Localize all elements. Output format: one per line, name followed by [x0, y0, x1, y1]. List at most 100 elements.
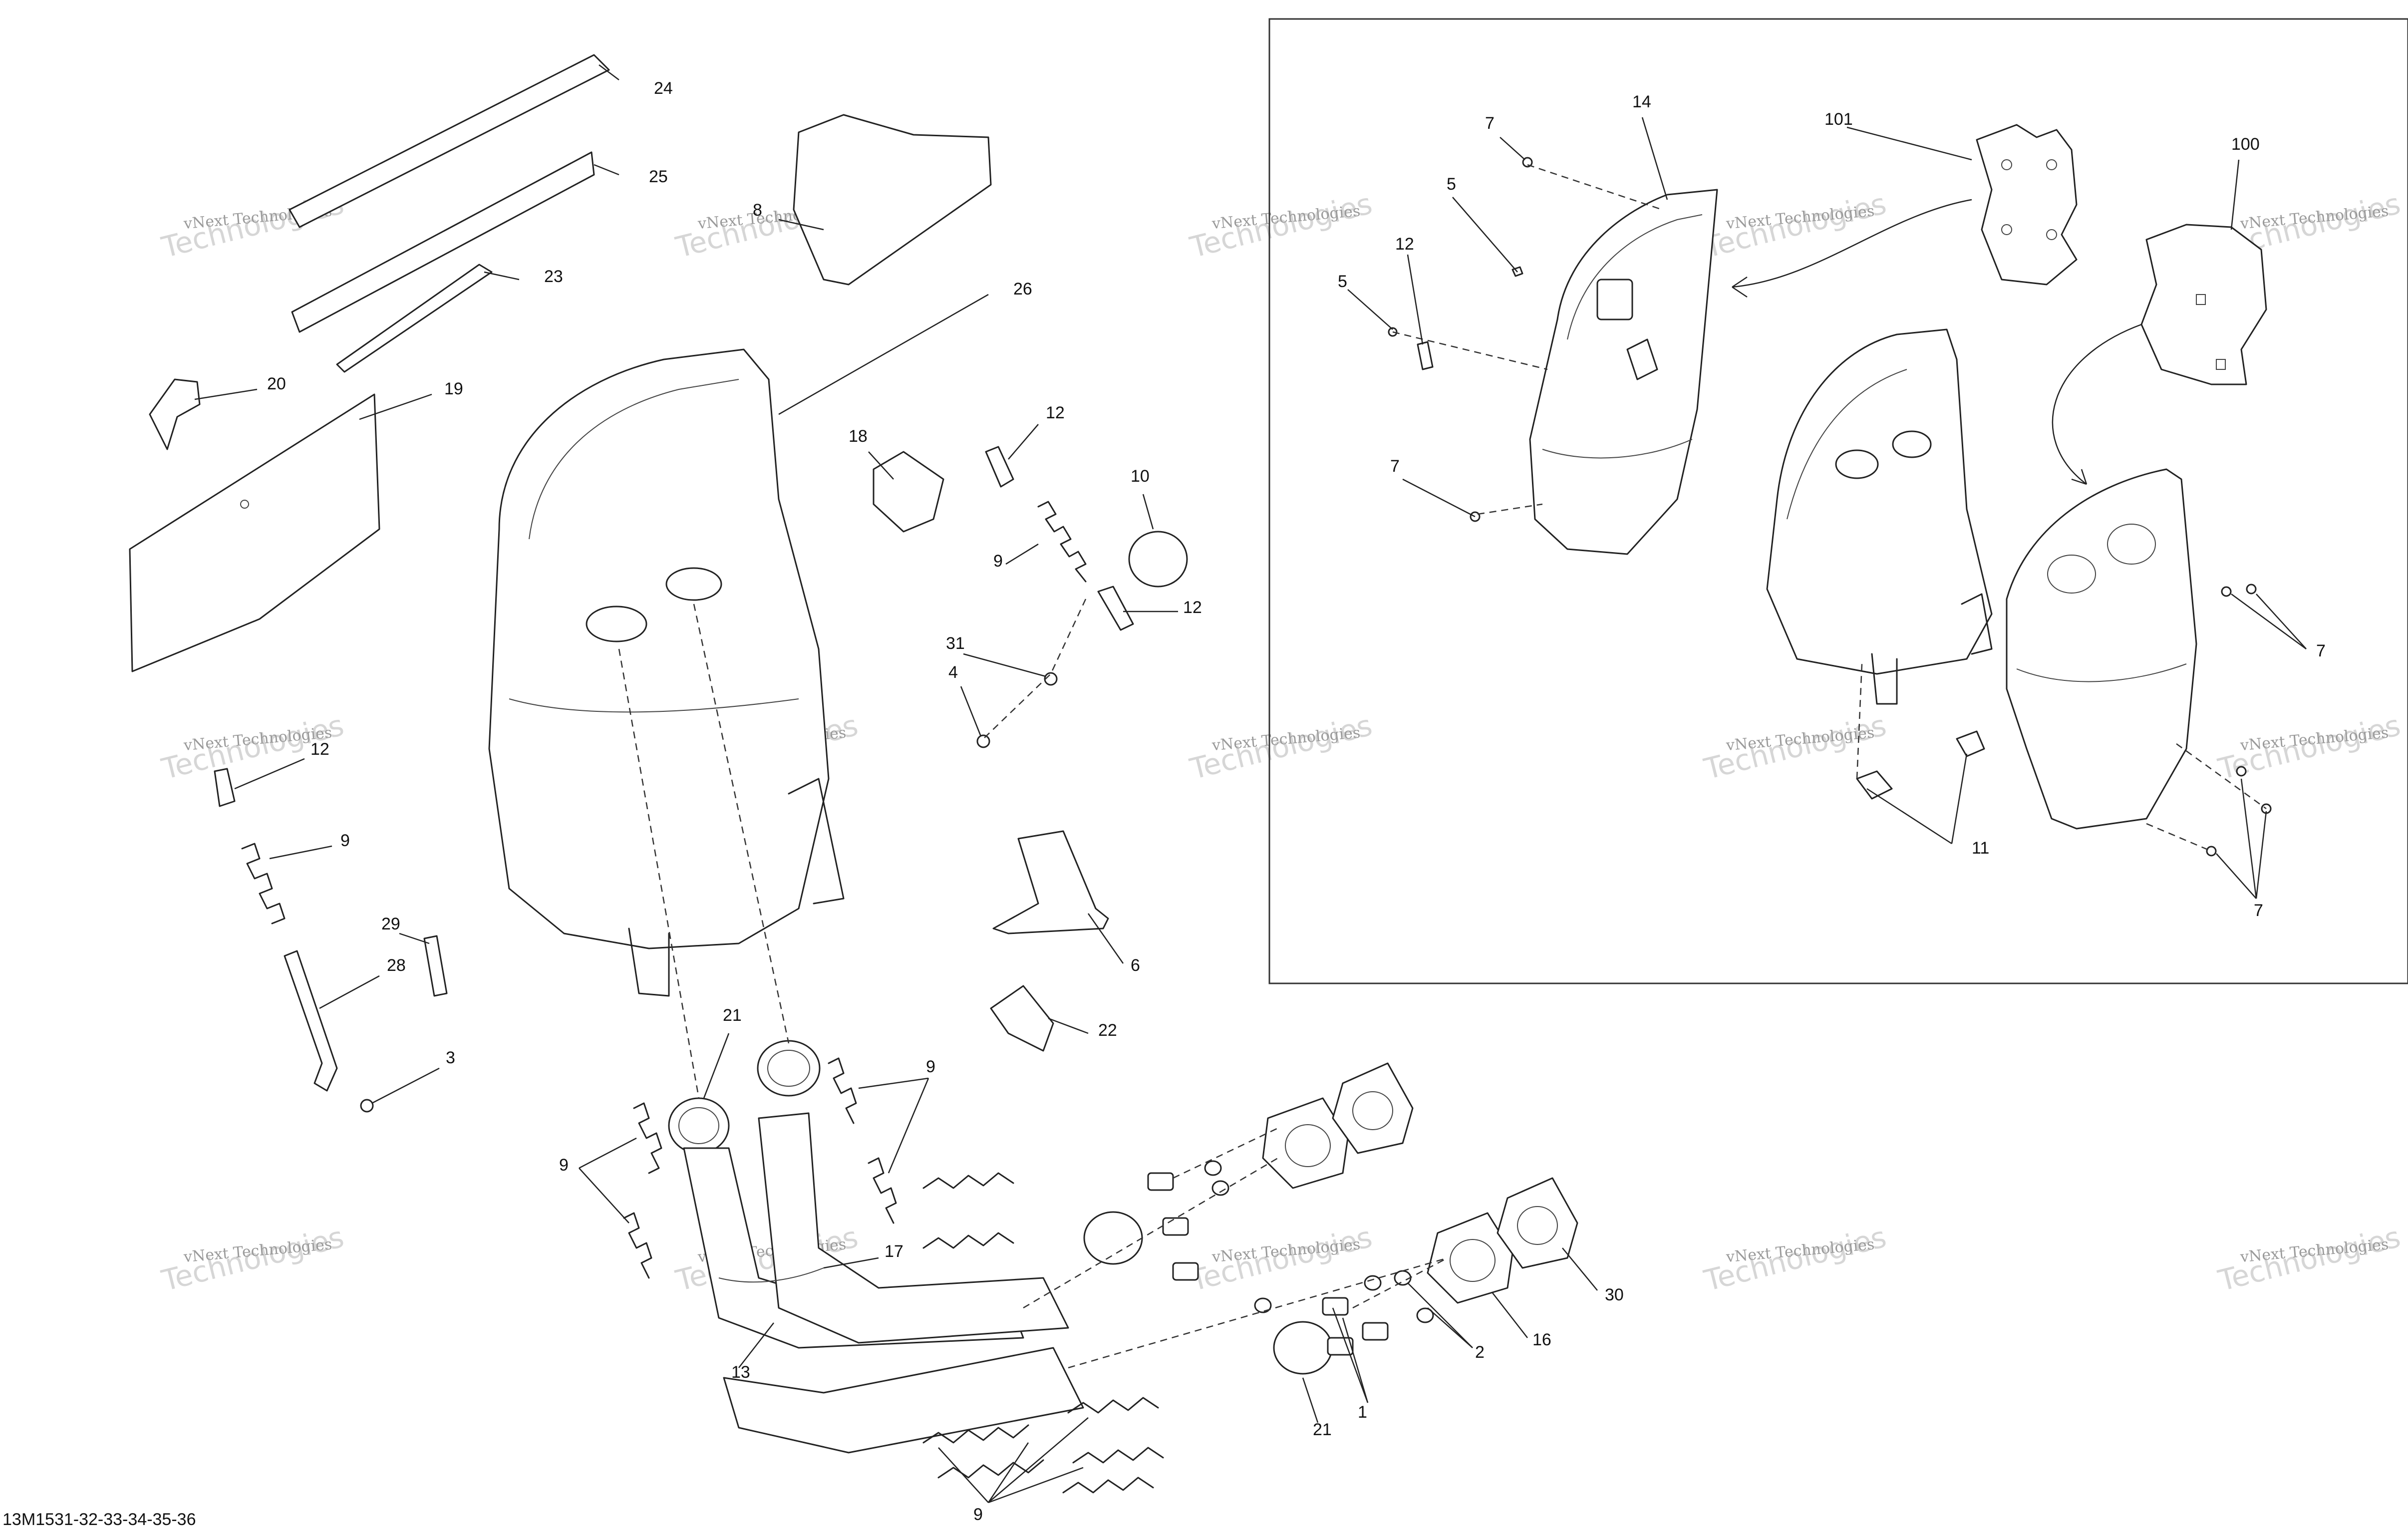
callout-leader	[2231, 593, 2307, 650]
callout-leader	[1951, 753, 1968, 844]
part-gasket-30-a	[1332, 1062, 1414, 1154]
callout-leader	[1846, 126, 1972, 161]
part-clip-20	[149, 378, 201, 450]
callout-leader	[1402, 478, 1476, 518]
part-spring-9-b	[241, 843, 286, 924]
callout-leader	[1342, 1317, 1369, 1403]
callout-28: 28	[387, 956, 406, 975]
callout-9: 9	[559, 1156, 569, 1175]
callout-20: 20	[267, 374, 286, 393]
part-spring-9-g	[922, 1172, 1014, 1189]
part-flange-16-a	[1262, 1097, 1349, 1189]
part-shield-22	[990, 985, 1054, 1052]
part-rivets-7	[1470, 157, 2272, 857]
align-line	[1477, 503, 1543, 515]
callout-leader	[371, 1067, 440, 1104]
callout-leader	[988, 1417, 1089, 1503]
callout-11: 11	[1972, 839, 1989, 858]
part-washers-2	[1204, 1160, 1434, 1323]
part-bracket-12-a	[985, 446, 1014, 488]
part-bolt-3	[360, 1099, 374, 1113]
align-line	[1352, 1257, 1448, 1309]
assembly-arrow	[1732, 199, 1972, 288]
callout-leader	[1427, 1307, 1473, 1348]
callout-23: 23	[544, 267, 563, 286]
callout-leader	[1452, 197, 1518, 273]
callout-leader	[1142, 494, 1154, 530]
callout-3: 3	[446, 1048, 455, 1067]
callout-leader	[938, 1447, 989, 1503]
part-screw-4	[976, 734, 990, 748]
align-line	[1068, 1257, 1448, 1369]
callout-leader	[1087, 913, 1124, 964]
callout-leader	[987, 1442, 1029, 1503]
leader-lines	[194, 64, 2307, 1504]
align-line	[1392, 331, 1548, 370]
arrowhead	[2071, 469, 2088, 485]
callout-21: 21	[723, 1006, 742, 1025]
part-rubber-mount-18	[873, 451, 944, 533]
callout-6: 6	[1131, 956, 1140, 975]
callout-25: 25	[649, 167, 668, 186]
callout-leader	[2230, 159, 2240, 230]
callout-leader	[1407, 254, 1424, 345]
callout-22: 22	[1098, 1021, 1117, 1040]
callout-8: 8	[753, 201, 762, 220]
callout-12: 12	[1395, 235, 1414, 254]
callout-leader	[399, 932, 430, 944]
callout-7: 7	[1390, 457, 1400, 476]
part-insulation-pad-101	[1976, 124, 2078, 286]
part-insulation-pad-100	[2140, 224, 2267, 385]
part-heat-shield-strip-24	[289, 54, 610, 228]
part-muffler-back-plate	[2006, 468, 2197, 830]
callout-leader	[703, 1033, 730, 1099]
align-line	[1173, 1127, 1278, 1179]
align-line	[983, 599, 1087, 739]
arrowhead	[1732, 276, 1748, 298]
callout-leader	[963, 653, 1046, 677]
callout-7: 7	[1485, 114, 1495, 133]
part-bracket-12-inset	[1417, 341, 1434, 370]
callout-9: 9	[926, 1057, 935, 1076]
callout-7: 7	[2316, 641, 2326, 660]
callout-leader	[1302, 1377, 1319, 1423]
callout-leader	[1407, 1282, 1473, 1348]
align-line	[618, 648, 700, 1099]
callout-leader	[579, 1137, 637, 1169]
part-insulation-sheet-19	[129, 393, 380, 672]
callout-16: 16	[1532, 1330, 1551, 1349]
callout-2: 2	[1475, 1343, 1485, 1362]
align-line	[1023, 1157, 1278, 1309]
callout-leader	[1008, 424, 1039, 460]
callout-leader	[579, 1168, 629, 1224]
callout-24: 24	[654, 79, 673, 98]
callout-9: 9	[993, 552, 1003, 571]
callout-leader	[599, 64, 619, 80]
callout-leader	[960, 686, 982, 737]
callout-leader	[1048, 1017, 1089, 1034]
part-exhaust-pipe-13	[683, 1112, 1084, 1454]
callout-leader	[319, 975, 380, 1009]
callout-leader	[234, 758, 305, 790]
callout-21: 21	[1313, 1420, 1332, 1439]
callout-13: 13	[731, 1363, 750, 1382]
callout-leader	[1005, 543, 1039, 565]
callout-leader	[2216, 853, 2257, 899]
callout-leader	[2255, 811, 2267, 899]
part-cap-10	[1128, 531, 1188, 588]
callout-4: 4	[948, 663, 958, 682]
part-spring-9-c	[633, 1102, 662, 1174]
part-heat-shield-strip-23	[336, 264, 493, 373]
callout-leader	[484, 271, 520, 281]
part-nut-31	[1044, 672, 1058, 686]
part-bracket-29	[423, 935, 448, 997]
callout-leader	[738, 1322, 774, 1368]
part-bracket-12-c	[214, 768, 236, 807]
callout-leader	[778, 294, 989, 415]
callout-leader	[2256, 594, 2307, 649]
part-spring-9-a	[1037, 501, 1087, 583]
part-flange-16-b	[1427, 1212, 1513, 1304]
part-spring-9-e	[828, 1057, 857, 1124]
callout-leader	[1641, 117, 1668, 200]
